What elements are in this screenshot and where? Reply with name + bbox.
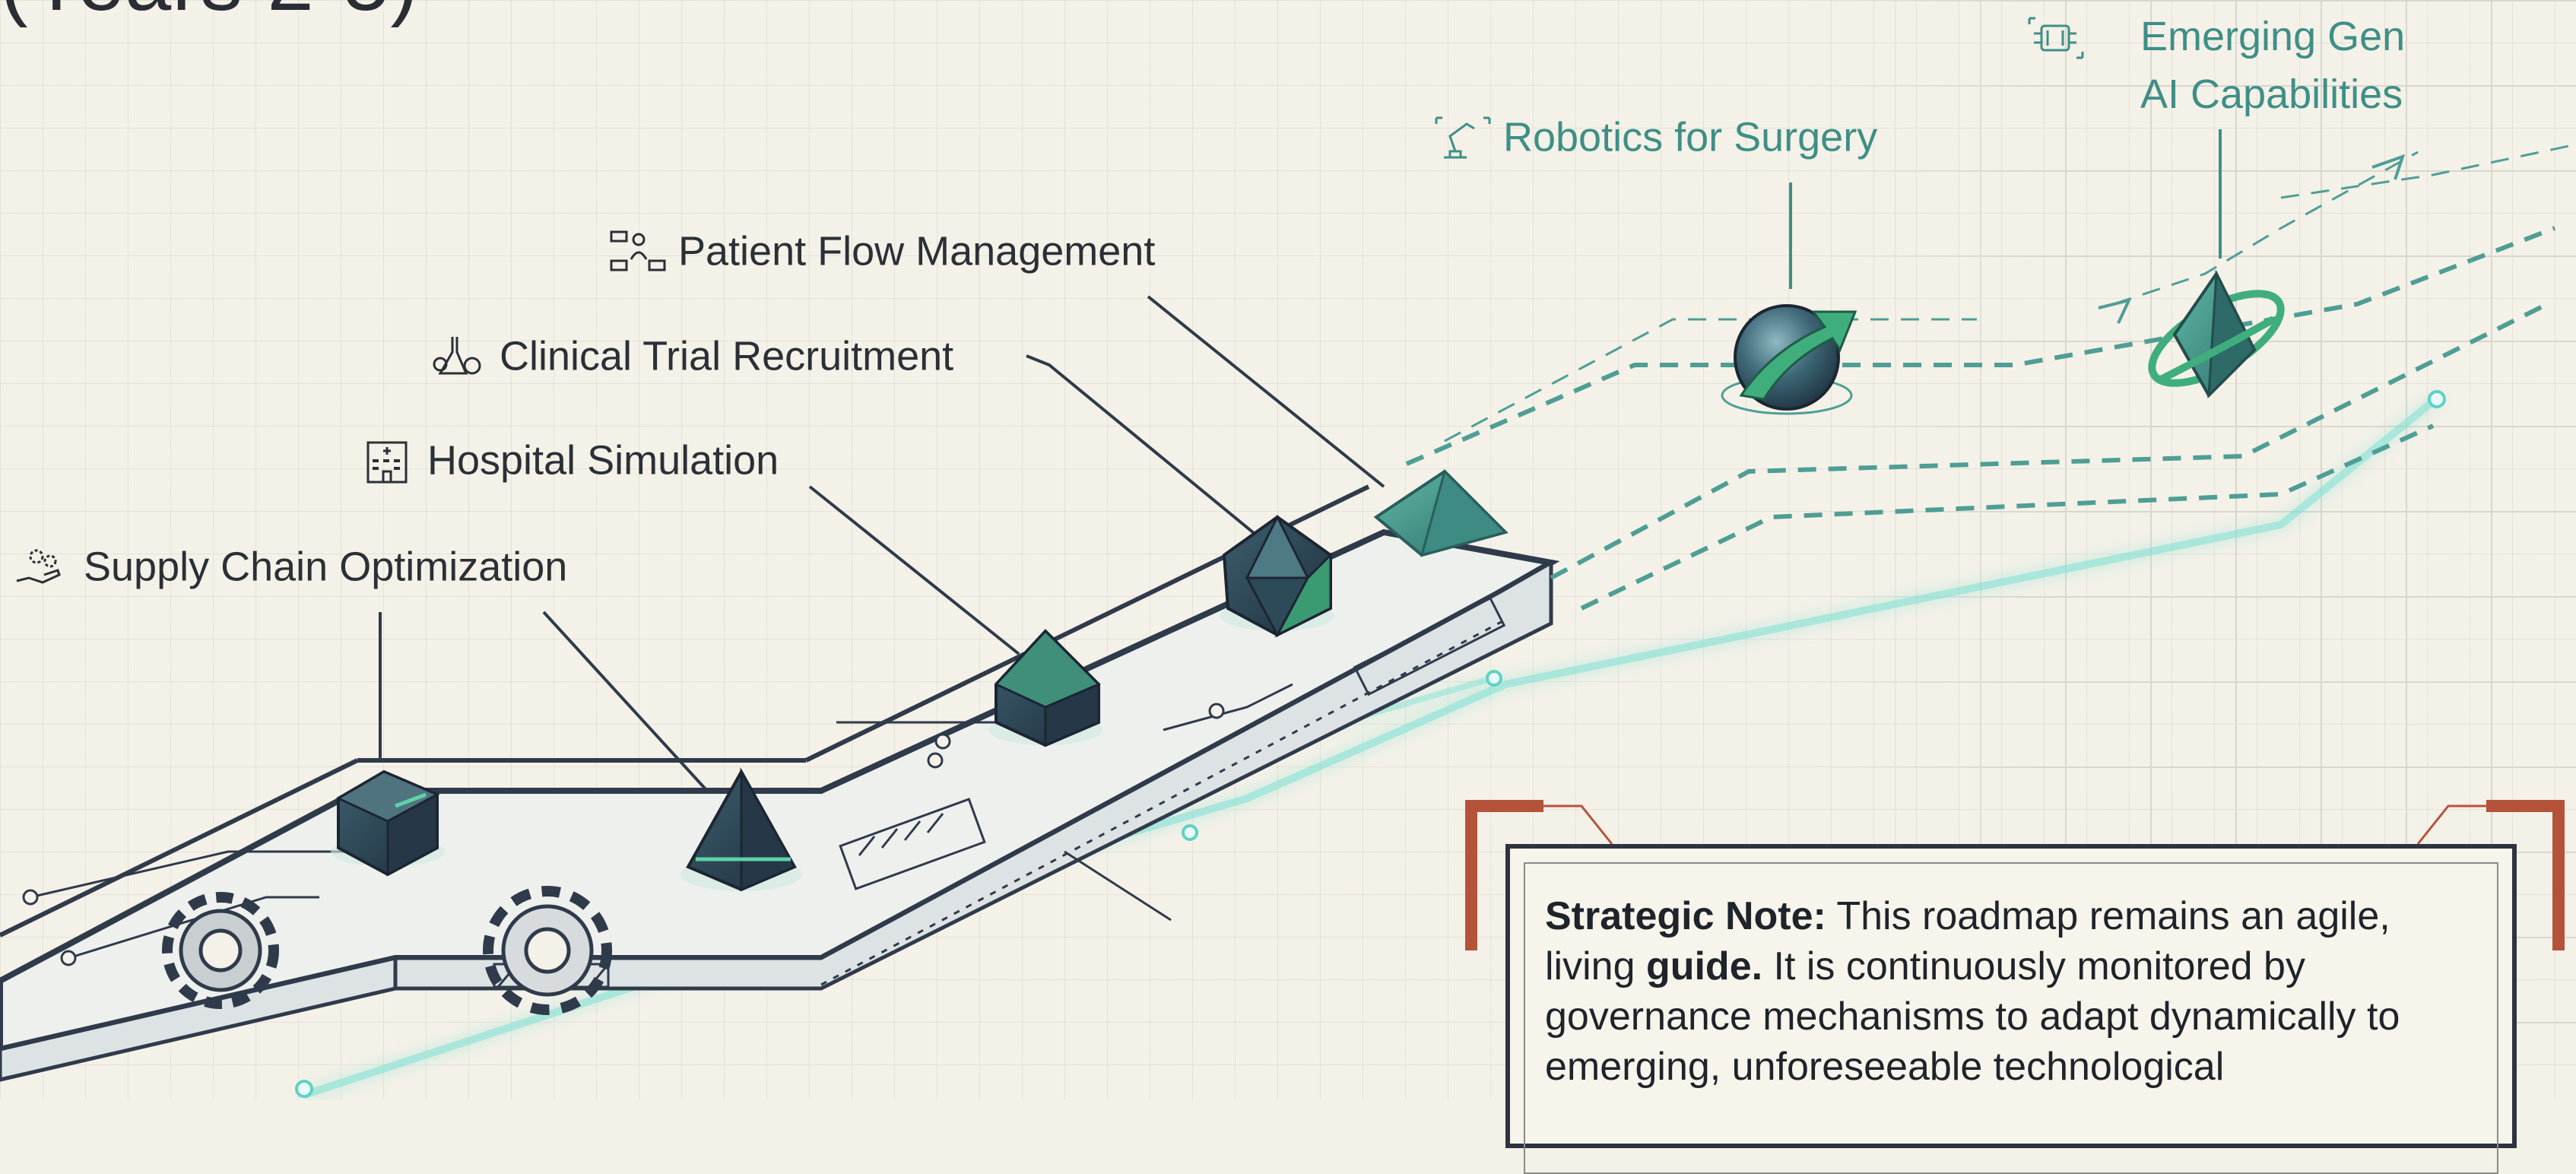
- robot-arm-icon: [1435, 116, 1491, 159]
- leader-lines: [379, 129, 2222, 792]
- arrow-icon: [2098, 298, 2132, 324]
- milestone-label-clinical-trial: Clinical Trial Recruitment: [430, 333, 953, 379]
- milestone-label-hospital-simulation: Hospital Simulation: [357, 437, 779, 484]
- milestone-label-supply-chain: Supply Chain Optimization: [14, 544, 567, 590]
- strategic-note-panel: Strategic Note: This roadmap remains an …: [1505, 844, 2517, 1174]
- hand-gears-icon: [16, 549, 61, 584]
- flask-icon: [433, 336, 481, 375]
- ai-chip-icon: [2028, 17, 2084, 59]
- milestone-label-patient-flow: Patient Flow Management: [608, 228, 1155, 274]
- note-emphasis: guide.: [1645, 944, 1763, 988]
- strategic-note-text: Strategic Note: This roadmap remains an …: [1545, 891, 2477, 1092]
- gear-icon: [162, 892, 279, 1009]
- hospital-building-icon: [366, 441, 408, 484]
- future-pathways: [1405, 143, 2576, 611]
- note-text-a: This roadmap remains an agile, living: [1545, 894, 2390, 988]
- glow-nodes: [295, 390, 2446, 1098]
- milestone-orb-robotics: [1721, 304, 1857, 415]
- milestone-label-robotics: Robotics for Surgery: [1433, 114, 1877, 160]
- roadmap-diagram: [0, 129, 2576, 1099]
- milestone-gem-hospital-simulation: [680, 767, 802, 892]
- genai-label-line2: AI Capabilities: [2140, 71, 2403, 117]
- patient-flow-icon: [610, 230, 666, 271]
- note-text-b: It is continuously monitored by governan…: [1545, 944, 2400, 1089]
- milestone-crystal-genai: [2148, 269, 2285, 398]
- arrow-icon: [2371, 154, 2406, 180]
- note-corner-bracket: [1465, 800, 2565, 950]
- milestone-gem-clinical-trial: [988, 629, 1102, 747]
- milestone-label-genai: Emerging Gen AI Capabilities: [2026, 8, 2405, 123]
- note-lead: Strategic Note:: [1545, 894, 1826, 938]
- milestone-gem-supply-chain: [331, 769, 445, 877]
- note-corner-connector: [1543, 804, 2486, 845]
- milestone-gem-transition: [1373, 469, 1508, 557]
- platform: [0, 484, 1560, 1082]
- genai-label-line1: Emerging Gen: [2140, 14, 2406, 59]
- milestone-gem-patient-flow: [1220, 514, 1334, 638]
- gear-icon: [483, 886, 612, 1015]
- section-heading: (Years 2-5): [0, 0, 419, 30]
